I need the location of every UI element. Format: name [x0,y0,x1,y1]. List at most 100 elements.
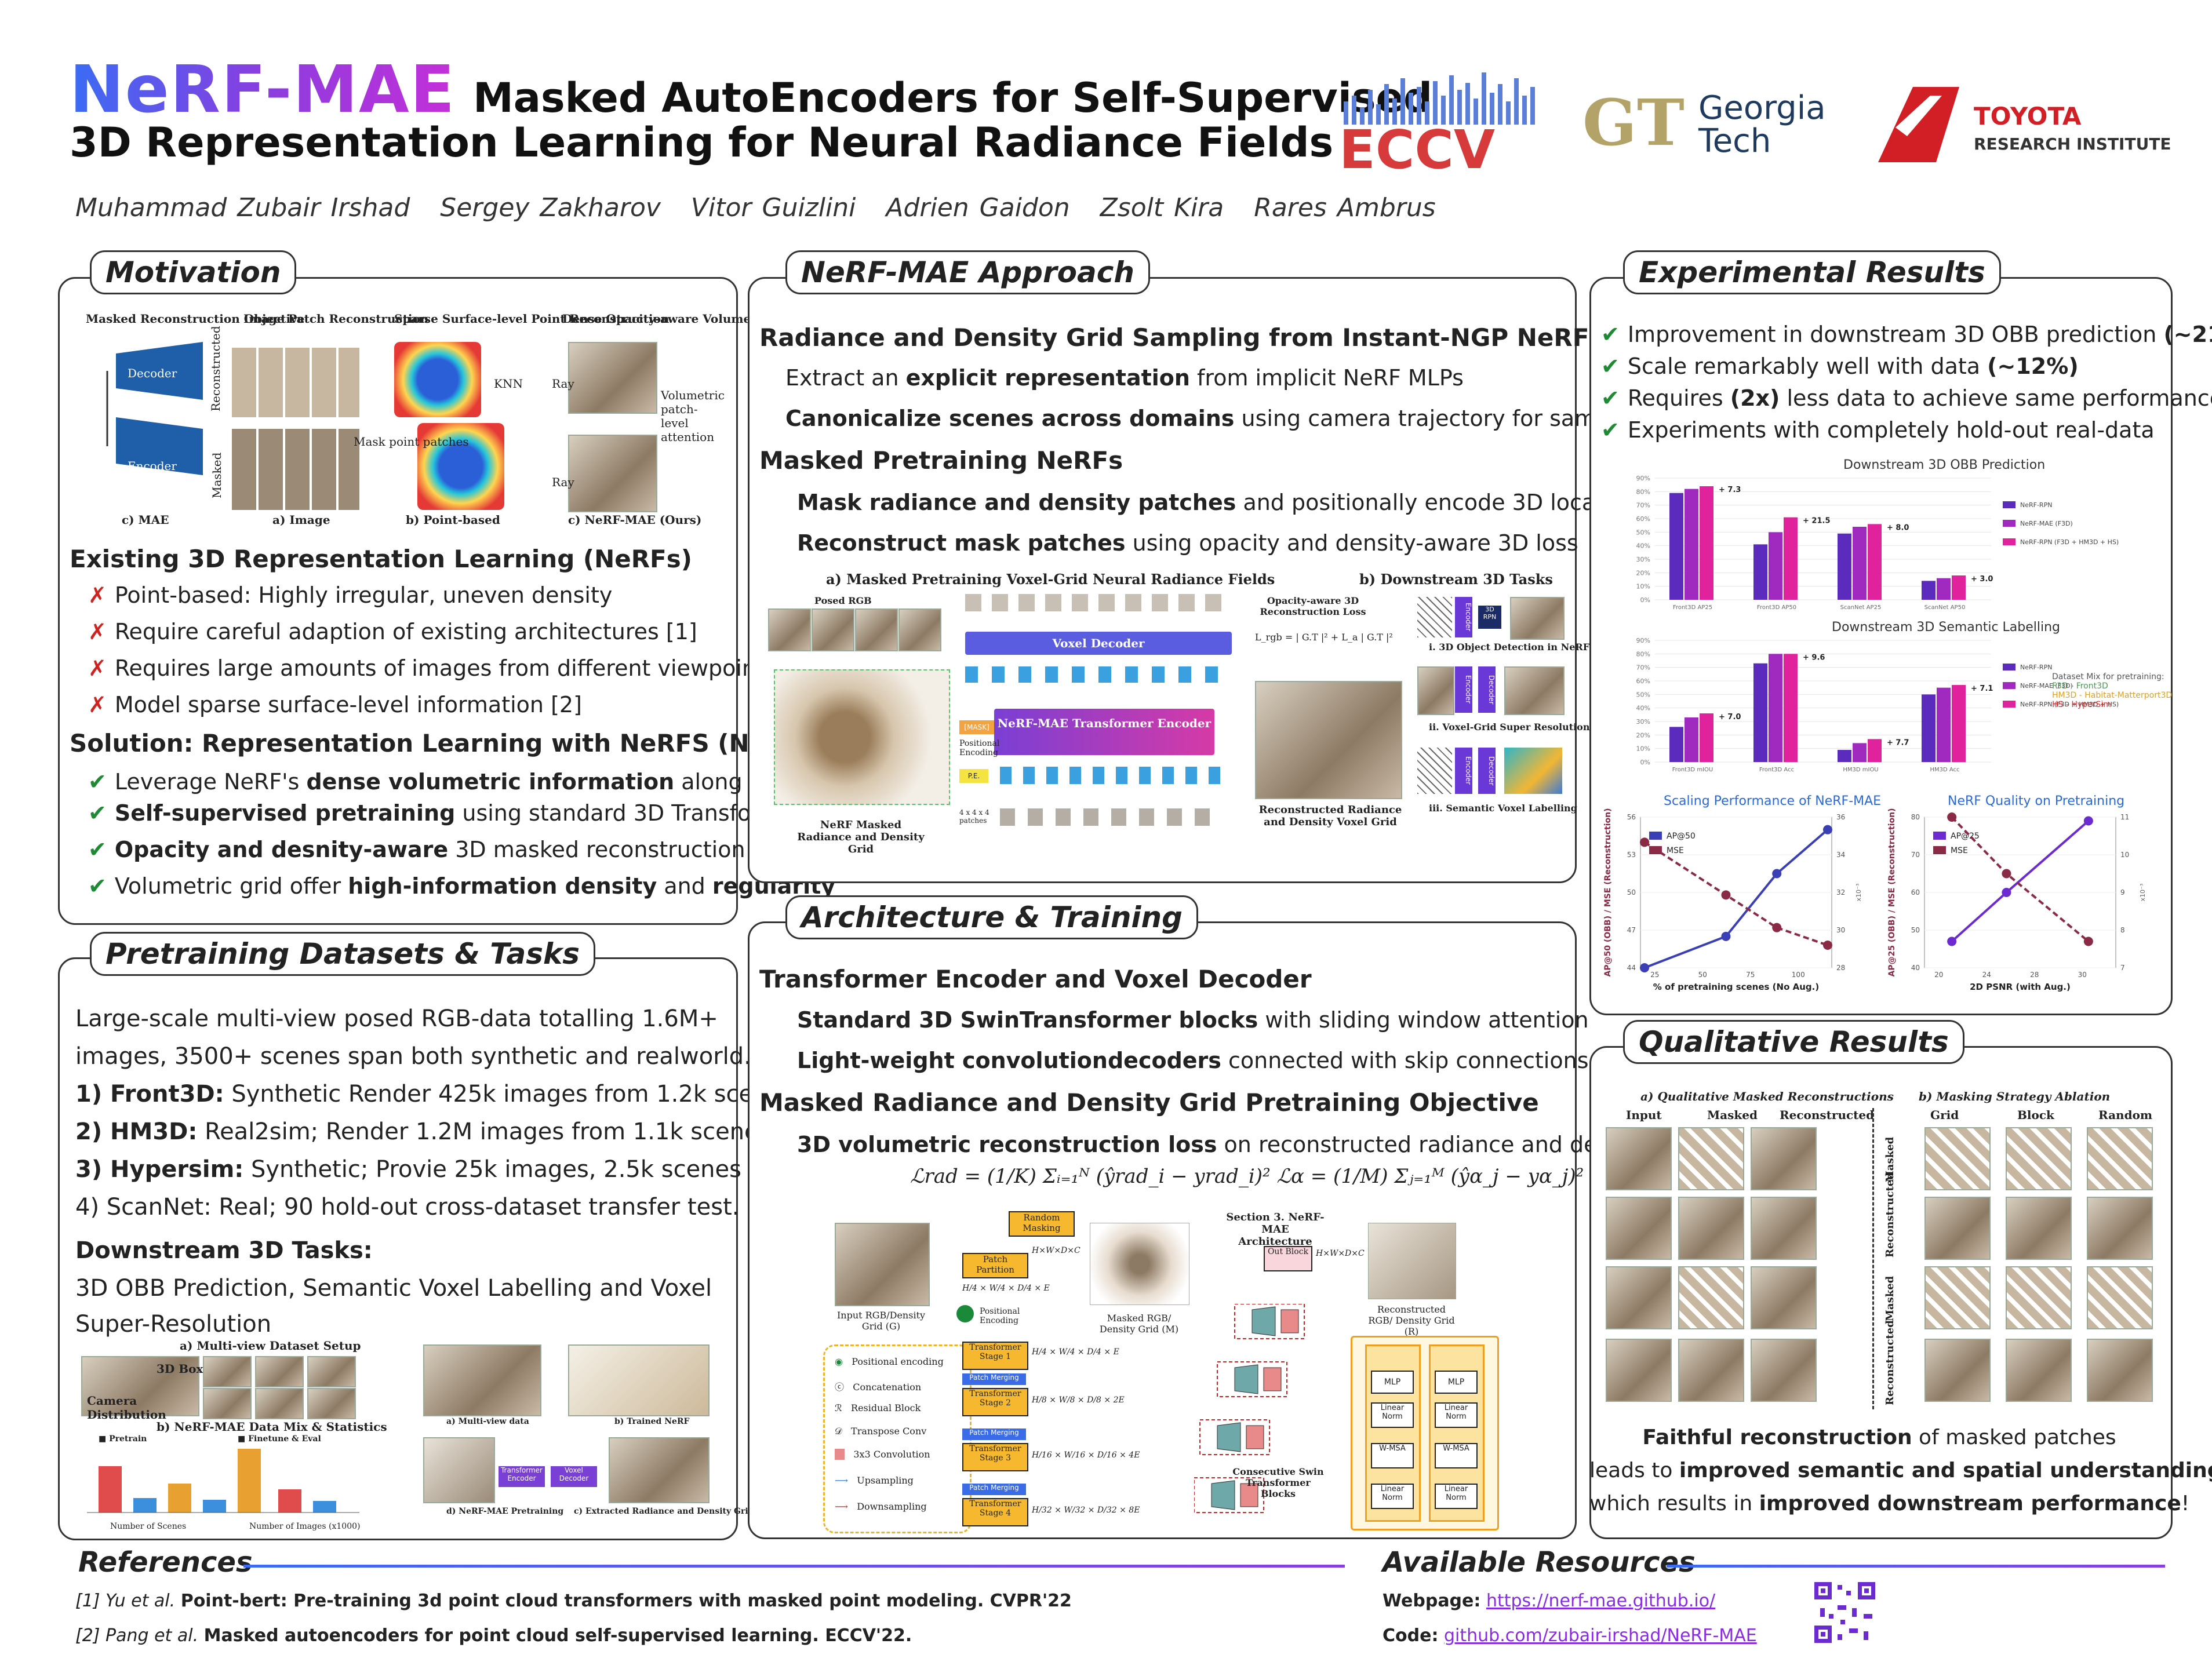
arch-line: Light-weight convolutiondecoders connect… [797,1048,1715,1073]
cross-icon: ✗ [88,655,107,681]
approach-line: Mask radiance and density patches and po… [797,490,1649,515]
decoder-block: Decoder [1478,748,1496,794]
data-point [2002,869,2011,879]
legend-swatch [1933,846,1946,854]
patches-label: 4 x 4 x 4 patches [959,808,989,825]
knn-label: KNN [494,377,523,391]
author: Sergey Zakharov [440,193,661,223]
improvement-label: + 7.3 [1719,486,1741,494]
bar [1700,713,1713,762]
y-tick-label: 50 [1911,926,1920,934]
legend-swatch [2003,682,2015,689]
webpage-link[interactable]: https://nerf-mae.github.io/ [1486,1591,1716,1611]
y2-tick-label: 28 [1836,964,1845,972]
bar [1784,654,1798,762]
y-tick-label: 40% [1636,705,1650,712]
upsampling-icon: ⟶ [835,1475,848,1486]
loss-equations: ℒrad = (1/K) Σᵢ₌₁ᴺ (ŷrad_i − yrad_i)² ℒα… [910,1165,1584,1188]
x-tick-label: 100 [1792,971,1805,979]
fig-label: b) Masking Strategy Ablation [1919,1089,2111,1103]
arch-heading: Masked Radiance and Density Grid Pretrai… [759,1088,1539,1117]
x-tick-label: Front3D AP50 [1757,604,1796,611]
axis-label: Number of Scenes [110,1522,187,1531]
masked-grid-volume [774,669,950,805]
semantic-output [1504,748,1562,794]
y2-tick-label: 7 [2120,964,2125,972]
masked-image-grid [232,429,359,510]
trained-nerf-image [568,1344,710,1416]
legend-label: NeRF-RPN [2020,664,2052,671]
task-output [1510,597,1565,640]
bar [1669,727,1683,762]
fig-label: a) Masked Pretraining Voxel-Grid Neural … [826,571,1275,588]
bar [1784,517,1798,600]
architecture-title: Architecture & Training [785,895,1198,939]
legend-label: NeRF-MAE (F3D) [2020,520,2073,527]
legend-label: NeRF-RPN (F3D + HM3D + HS) [2020,701,2119,708]
input-grid-image [835,1223,930,1306]
qr-code-icon[interactable] [1811,1579,1878,1646]
x-tick-label: HM3D Acc [1930,767,1959,773]
mask-point-label: Mask point patches [354,435,469,449]
bar [1769,654,1782,762]
chart-title: Downstream 3D OBB Prediction [1843,458,2046,472]
improvement-label: + 3.0 [1971,575,1993,584]
x-tick-label: 30 [2078,971,2087,979]
voxel-decoder-box: Voxel Decoder [965,632,1232,655]
brand-name: NeRF-MAE [70,52,456,127]
y-axis-label: AP@25 (OBB) / MSE (Reconstruction) [1887,808,1897,976]
pe-box: P.E. [959,769,988,783]
col-header: Input [1626,1108,1662,1122]
arch-line: Standard 3D SwinTransformer blocks with … [797,1007,1589,1033]
approach-title: NeRF-MAE Approach [785,250,1150,294]
voxel-grid-icon [1417,748,1452,794]
bar [1769,532,1782,600]
legend-item: ⓒ Concatenation [835,1382,922,1393]
input-grid-label: Input RGB/Density Grid (G) [836,1310,926,1332]
data-point [1947,936,1957,946]
reconstructed-grid-label: Reconstructed RGB/ Density Grid (R) [1368,1304,1455,1337]
fig-label: c) Extracted Radiance and Density Grid [574,1507,754,1516]
x-tick-label: Front3D mIOU [1672,767,1713,773]
data-point [1772,923,1782,932]
check-icon: ✔ [1601,385,1620,411]
task-label: i. 3D Object Detection in NeRFs [1429,642,1595,653]
cross-icon: ✗ [88,692,107,717]
solution-item: ✔Opacity and desnity-aware 3D masked rec… [88,837,853,862]
bar [1868,524,1882,600]
result-bullet: ✔Requires (2x) less data to achieve same… [1601,385,2212,411]
legend-label: AP@50 [1667,832,1696,841]
code-link[interactable]: github.com/zubair-irshad/NeRF-MAE [1444,1626,1757,1646]
divider [243,1565,1345,1568]
approach-line: Reconstruct mask patches using opacity a… [797,530,1578,556]
y-tick-label: 70% [1636,502,1650,509]
qualitative-thumbnail [1678,1339,1744,1402]
task-label: ii. Voxel-Grid Super Resolution [1429,721,1590,733]
voxel-decoder-box: Voxel Decoder [551,1466,597,1487]
check-icon: ✔ [88,769,107,795]
bar [1922,694,1935,762]
y2-tick-label: 34 [1836,851,1845,859]
point-heatmap-bottom [417,423,504,510]
check-icon: ✔ [88,837,107,862]
thumb [255,1388,304,1419]
x-tick-label: Front3D AP25 [1673,604,1712,611]
eccv-logo: ECCV [1339,67,1554,181]
mask-token: [MASK] [959,720,994,734]
dim-label: H/8 × W/8 × D/8 × 2E [1032,1395,1125,1405]
mlp-box: MLP [1371,1371,1414,1394]
datasets-line: images, 3500+ scenes span both synthetic… [75,1043,751,1070]
y2-tick-label: 32 [1836,888,1845,897]
data-point [2002,888,2011,897]
research-institute-text: RESEARCH INSTITUTE [1974,134,2171,154]
dim-label: H/4 × W/4 × D/4 × E [1032,1347,1119,1357]
task-label: iii. Semantic Voxel Labelling [1429,803,1577,814]
y-tick-label: 20% [1636,569,1650,577]
series-line [1644,829,1829,969]
fig-caption: Reconstructed Radiance and Density Voxel… [1258,804,1402,828]
thumb [203,1388,252,1419]
georgia-text: Georgia [1698,89,1826,127]
result-bullet: ✔Scale remarkably well with data (~12%) [1601,354,2079,379]
rpn-block: 3D RPN [1478,606,1501,629]
